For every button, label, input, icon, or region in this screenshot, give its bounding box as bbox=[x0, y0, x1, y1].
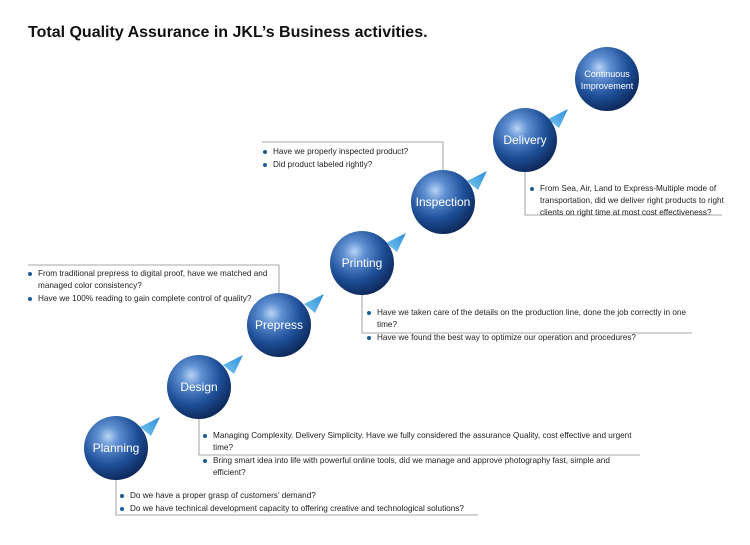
stage-label-planning: Planning bbox=[93, 441, 140, 455]
connector-inspection bbox=[262, 141, 444, 172]
connector-design bbox=[198, 418, 640, 456]
progress-arrows bbox=[140, 109, 568, 436]
bullet-icon bbox=[263, 150, 267, 154]
bullet-icon bbox=[367, 311, 371, 315]
note-item: Do we have technical development capacit… bbox=[120, 503, 480, 515]
arrow-printing-inspection bbox=[386, 233, 406, 252]
arrow-delivery-continuous bbox=[548, 109, 568, 128]
bullet-icon bbox=[28, 297, 32, 301]
note-item: Have we found the best way to optimize o… bbox=[367, 332, 697, 344]
note-text: From Sea, Air, Land to Express-Multiple … bbox=[540, 184, 724, 217]
stage-continuous-improvement: Continuous Improvement bbox=[575, 47, 639, 111]
note-item: Did product labeled rightly? bbox=[263, 159, 443, 171]
note-item: Bring smart idea into life with powerful… bbox=[203, 455, 643, 479]
bullet-icon bbox=[203, 434, 207, 438]
stage-design: Design bbox=[167, 355, 231, 419]
bullet-icon bbox=[263, 163, 267, 167]
stage-inspection: Inspection bbox=[411, 170, 475, 234]
bullet-icon bbox=[28, 272, 32, 276]
note-text: Do we have technical development capacit… bbox=[130, 504, 464, 513]
bullet-icon bbox=[530, 187, 534, 191]
note-text: Have we taken care of the details on the… bbox=[377, 308, 687, 329]
stage-prepress: Prepress bbox=[247, 293, 311, 357]
notes-inspection: Have we properly inspected product? Did … bbox=[263, 146, 443, 172]
note-text: From traditional prepress to digital pro… bbox=[38, 269, 268, 290]
note-text: Bring smart idea into life with powerful… bbox=[213, 456, 610, 477]
note-text: Do we have a proper grasp of customers’ … bbox=[130, 491, 316, 500]
stage-label-delivery: Delivery bbox=[503, 133, 546, 147]
stage-label-inspection: Inspection bbox=[416, 195, 471, 209]
stage-label-continuous-line2: Improvement bbox=[581, 81, 634, 91]
notes-prepress: From traditional prepress to digital pro… bbox=[28, 268, 268, 306]
note-item: Have we 100% reading to gain complete co… bbox=[28, 293, 268, 305]
connector-delivery bbox=[524, 170, 722, 216]
note-text: Have we 100% reading to gain complete co… bbox=[38, 294, 252, 303]
bullet-icon bbox=[120, 494, 124, 498]
arrow-prepress-printing bbox=[304, 294, 324, 313]
stage-label-prepress: Prepress bbox=[255, 318, 303, 332]
stage-planning: Planning bbox=[84, 416, 148, 480]
stage-label-printing: Printing bbox=[342, 256, 383, 270]
stage-label-continuous-line1: Continuous bbox=[584, 69, 630, 79]
arrow-planning-design bbox=[140, 417, 160, 436]
note-item: From Sea, Air, Land to Express-Multiple … bbox=[530, 183, 730, 219]
notes-delivery: From Sea, Air, Land to Express-Multiple … bbox=[530, 183, 730, 220]
note-text: Did product labeled rightly? bbox=[273, 160, 373, 169]
notes-printing: Have we taken care of the details on the… bbox=[367, 307, 697, 345]
note-text: Have we properly inspected product? bbox=[273, 147, 409, 156]
note-text: Managing Complexity. Delivery Simplicity… bbox=[213, 431, 632, 452]
bullet-icon bbox=[120, 507, 124, 511]
note-text: Have we found the best way to optimize o… bbox=[377, 333, 636, 342]
note-item: Have we properly inspected product? bbox=[263, 146, 443, 158]
arrow-design-prepress bbox=[223, 355, 243, 374]
note-item: Managing Complexity. Delivery Simplicity… bbox=[203, 430, 643, 454]
notes-design: Managing Complexity. Delivery Simplicity… bbox=[203, 430, 643, 480]
bullet-icon bbox=[367, 336, 371, 340]
notes-planning: Do we have a proper grasp of customers’ … bbox=[120, 490, 480, 516]
connector-prepress bbox=[28, 264, 280, 296]
arrow-inspection-delivery bbox=[467, 171, 487, 190]
diagram-title: Total Quality Assurance in JKL’s Busines… bbox=[28, 24, 428, 41]
connector-planning bbox=[115, 480, 478, 516]
note-item: From traditional prepress to digital pro… bbox=[28, 268, 268, 292]
note-item: Have we taken care of the details on the… bbox=[367, 307, 697, 331]
stage-printing: Printing bbox=[330, 231, 394, 295]
bullet-icon bbox=[203, 459, 207, 463]
connector-lines bbox=[28, 141, 722, 516]
stage-delivery: Delivery bbox=[493, 108, 557, 172]
stage-label-design: Design bbox=[180, 380, 217, 394]
note-item: Do we have a proper grasp of customers’ … bbox=[120, 490, 480, 502]
connector-printing bbox=[361, 292, 692, 334]
